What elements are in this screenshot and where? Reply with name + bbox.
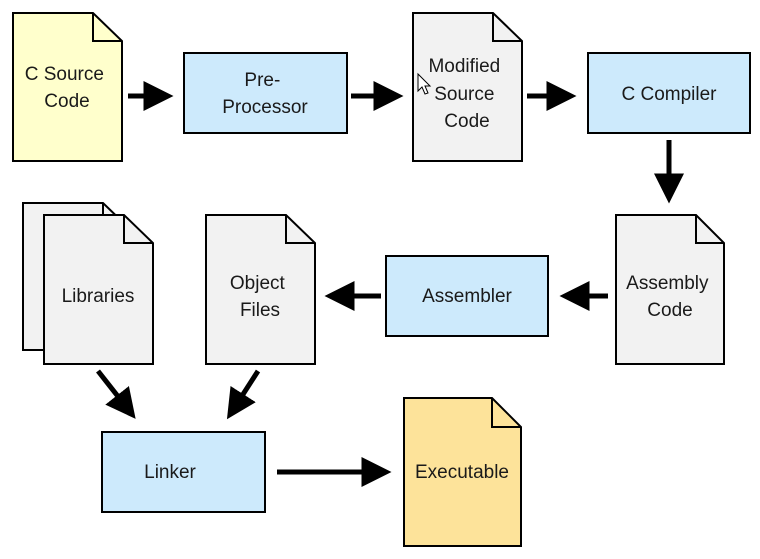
arrows [96,81,684,487]
modified-source-doc-shape [412,12,523,162]
modified-source-label-line-3: Code [444,111,489,132]
executable-node: Executable [403,397,522,547]
preprocessor-node: Pre- Processor [183,52,348,134]
modified-source-code-node: Modified Source Code [412,12,523,162]
libraries-node: Libraries [22,202,154,365]
svg-text:C Source Code: C Source Code [25,64,109,112]
svg-text:Pre- Processor: Pre- Processor [222,70,308,118]
assembly-code-doc-fold [695,215,724,244]
preprocessor-box [183,52,348,134]
c-source-doc-shape [12,12,123,162]
c-source-code-node: C Source Code [12,12,123,162]
object-files-doc-shape [205,214,316,365]
c-compiler-node: C Compiler [587,52,751,134]
assembly-code-doc-shape [615,214,725,365]
svg-text:Executable: Executable [415,462,509,483]
c-source-label-line-1: C Source [25,64,104,85]
libraries-front-doc-shape [43,214,154,365]
assembly-code-label-line-1: Assembly [626,273,709,294]
libraries-front-doc-fold [123,215,153,244]
c-source-doc-fold [92,13,122,42]
modified-source-label-line-2: Source [434,84,494,105]
linker-node: Linker [101,431,266,513]
svg-text:Libraries: Libraries [62,286,135,307]
executable-label-line-1: Executable [415,462,509,483]
svg-text:C Compiler: C Compiler [621,84,717,105]
libraries-label-line-1: Libraries [62,286,135,307]
svg-text:Linker: Linker [144,462,196,483]
linker-label-line-1: Linker [144,462,196,483]
arrow-libraries-to-linker [96,369,136,419]
mouse-pointer-icon [417,72,432,95]
c-compiler-label-line-1: C Compiler [621,84,717,105]
assembly-code-label-line-2: Code [647,300,692,321]
object-files-doc-fold [285,215,315,244]
c-compiler-box [587,52,751,134]
preprocessor-label-line-2: Processor [222,97,308,118]
object-files-label-line-2: Files [240,300,280,321]
assembly-code-node: Assembly Code [615,214,725,365]
svg-text:Assembler: Assembler [422,286,512,307]
modified-source-label-line-1: Modified [428,56,500,77]
arrow-object-files-to-linker [226,369,261,420]
executable-doc-fold [491,398,521,428]
executable-doc-shape [403,397,522,547]
c-source-label-line-2: Code [44,91,89,112]
svg-text:Object Files: Object Files [230,273,290,321]
svg-text:Modified Source Co: Modified Source Code [428,56,505,132]
preprocessor-label-line-1: Pre- [244,70,280,91]
object-files-node: Object Files [205,214,316,365]
svg-text:Assembly Code: Assembly Code [626,273,714,321]
modified-source-doc-fold [492,13,522,42]
assembler-box [385,255,549,337]
assembler-node: Assembler [385,255,549,337]
linker-box [101,431,266,513]
assembler-label-line-1: Assembler [422,286,512,307]
object-files-label-line-1: Object [230,273,286,294]
